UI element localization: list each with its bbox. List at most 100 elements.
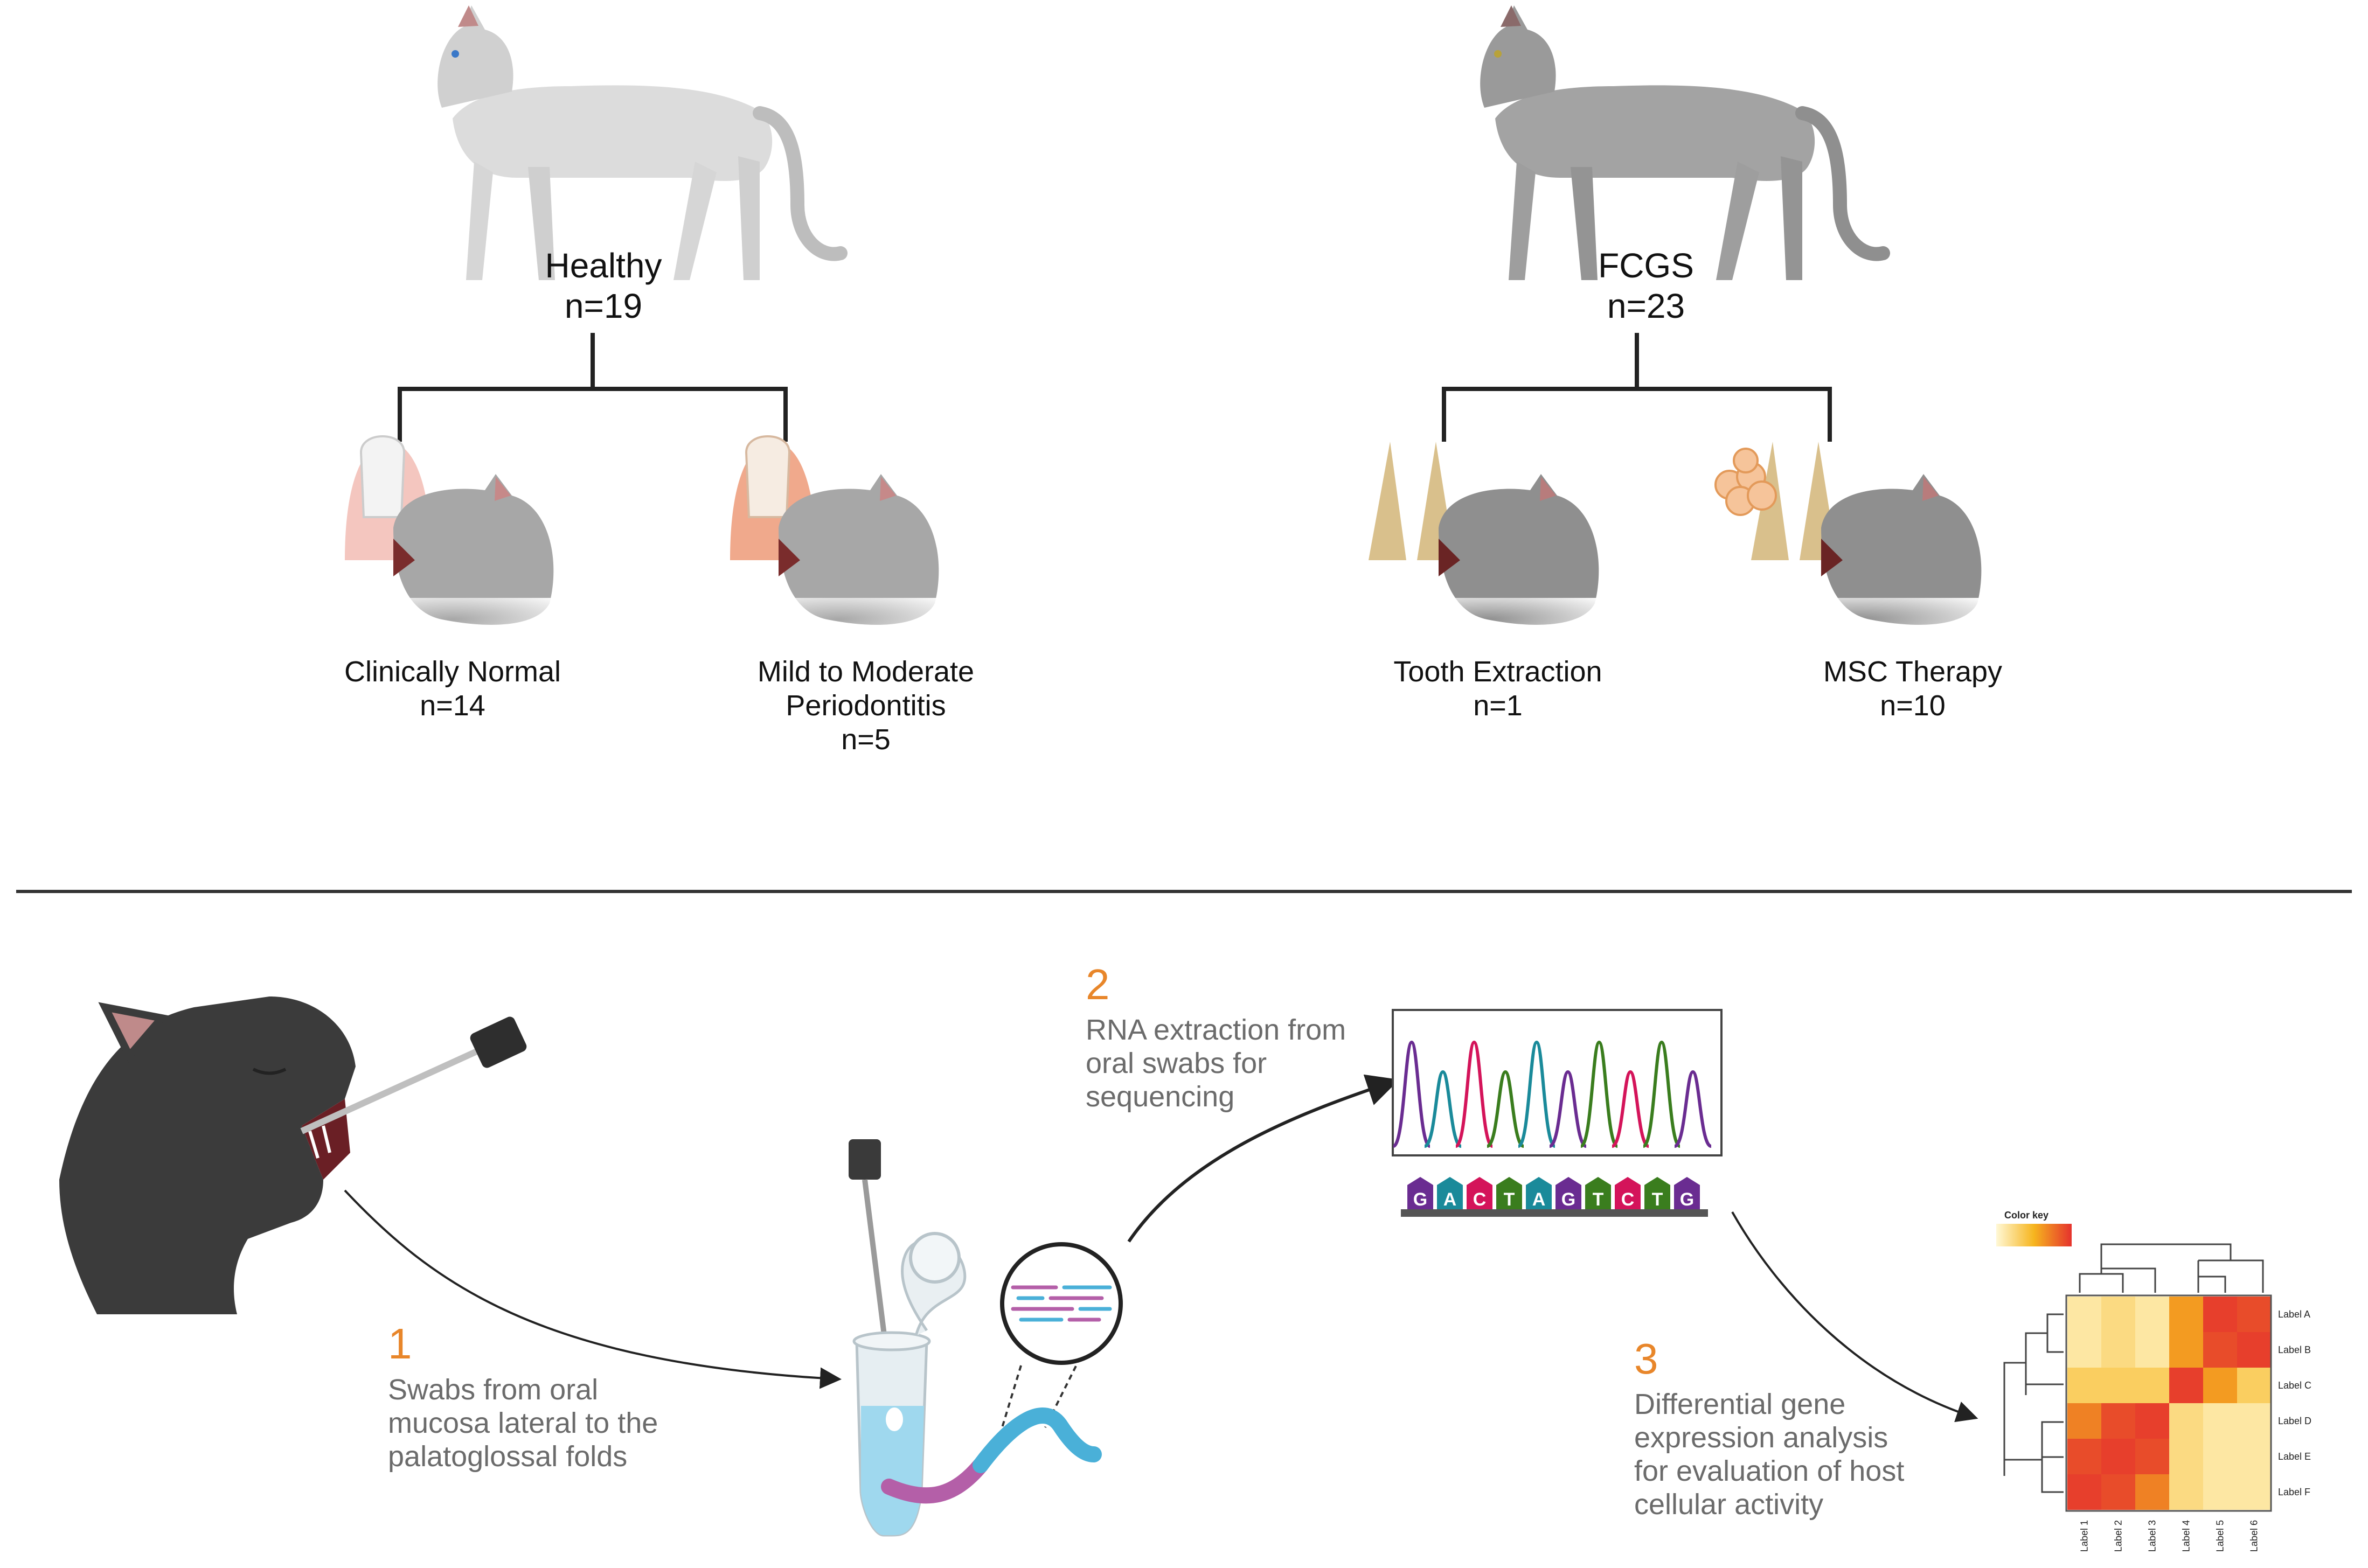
base-call-letter: T (1652, 1189, 1663, 1210)
periodontitis-illustration (714, 435, 962, 652)
heatmap-col-label: Label 5 (2215, 1520, 2226, 1552)
heatmap-cell (2169, 1368, 2203, 1403)
color-key-bar (1996, 1224, 2072, 1246)
heatmap-cell (2135, 1474, 2169, 1510)
base-call-bar (1401, 1209, 1708, 1217)
step-text-line: RNA extraction from (1086, 1014, 1346, 1046)
chromatogram-peak (1580, 1040, 1619, 1148)
heatmap-cell (2169, 1297, 2203, 1332)
group-periodontitis: Mild to Moderate Periodontitis n=5 (758, 656, 974, 756)
chromatogram-peak (1548, 1070, 1587, 1148)
arrow-to-heatmap (1731, 1211, 1978, 1423)
base-call-letter: C (1473, 1189, 1487, 1210)
heatmap-col-label: Label 1 (2079, 1520, 2090, 1552)
base-call-tag (1407, 1177, 1433, 1209)
fcgs-cat-icon (1480, 5, 1890, 280)
chromatogram-peak (1486, 1070, 1525, 1148)
fcgs-title: FCGS (1598, 246, 1694, 285)
heatmap-cell (2067, 1368, 2101, 1403)
group-label-line: Tooth Extraction (1393, 656, 1602, 688)
heatmap-cell (2169, 1439, 2203, 1474)
row-dendrogram (2003, 1313, 2064, 1493)
heatmap-cell (2237, 1297, 2271, 1332)
heatmap-cell (2067, 1439, 2101, 1474)
clinically-normal-illustration (329, 435, 577, 652)
base-call-letter: C (1621, 1189, 1635, 1210)
base-call-tag (1555, 1177, 1581, 1209)
group-label-line: Mild to Moderate (758, 656, 974, 688)
heatmap-cell (2101, 1474, 2135, 1510)
color-key-label: Color key (2004, 1210, 2048, 1221)
heatmap-cell (2237, 1403, 2271, 1439)
group-label-line: n=5 (841, 723, 891, 756)
heatmap-cell (2169, 1332, 2203, 1368)
heatmap-col-label: Label 6 (2249, 1520, 2260, 1552)
chromatogram-peak (1517, 1040, 1556, 1148)
heatmap-col-label: Label 3 (2147, 1520, 2158, 1552)
heatmap-row-label: Label D (2278, 1416, 2311, 1426)
step-text-line: oral swabs for (1086, 1047, 1267, 1079)
heatmap-row-label: Label F (2278, 1487, 2310, 1497)
group-tooth-extraction: Tooth Extraction n=1 (1393, 656, 1602, 722)
msc-therapy-illustration (1714, 442, 1999, 652)
chromatogram-peak (1611, 1070, 1650, 1148)
heatmap-cell (2101, 1297, 2135, 1332)
heatmap-cell (2135, 1439, 2169, 1474)
heatmap-cell (2237, 1332, 2271, 1368)
group-label-line: n=10 (1880, 689, 1946, 722)
chromatogram-icon (1392, 1009, 1723, 1156)
heatmap-cell (2101, 1439, 2135, 1474)
healthy-count: n=19 (565, 287, 642, 325)
base-call-tag (1644, 1177, 1670, 1209)
heatmap-row-label: Label E (2278, 1451, 2311, 1462)
heatmap-border (2065, 1294, 2272, 1512)
heatmap-row-label: Label C (2278, 1380, 2311, 1391)
stem-cells-icon (1714, 448, 1777, 516)
heatmap-cell (2203, 1403, 2237, 1439)
arrow-to-sequencing (1127, 1074, 1400, 1243)
step-text-line: Differential gene (1634, 1388, 1845, 1420)
heatmap-cells (2067, 1297, 2271, 1510)
step-text-line: for evaluation of host (1634, 1455, 1904, 1487)
tooth-extraction-illustration (1358, 442, 1616, 652)
group-label-line: n=14 (420, 689, 485, 722)
group-label-line: MSC Therapy (1823, 656, 2002, 688)
heatmap-col-label: Label 4 (2181, 1520, 2192, 1552)
healthy-title: Healthy (545, 246, 662, 285)
base-call-letter: G (1413, 1189, 1427, 1210)
base-call-tag (1674, 1177, 1700, 1209)
chromatogram-peak (1455, 1040, 1494, 1148)
base-call-tag (1437, 1177, 1463, 1209)
heatmap-cell (2101, 1403, 2135, 1439)
fcgs-tree-connector (1442, 333, 1832, 442)
group-clinically-normal: Clinically Normal n=14 (344, 656, 561, 722)
arrow-to-tube (344, 1189, 842, 1389)
step-1: 1 Swabs from oral mucosa lateral to the … (388, 1320, 658, 1473)
heatmap-row-label: Label A (2278, 1309, 2310, 1320)
heatmap-cell (2067, 1297, 2101, 1332)
group-label-line: Periodontitis (786, 689, 946, 722)
chromatogram-peak (1423, 1070, 1462, 1148)
heatmap-cell (2203, 1297, 2237, 1332)
heatmap-cell (2237, 1368, 2271, 1403)
healthy-tree-connector (398, 333, 788, 442)
step-text-line: Swabs from oral (388, 1374, 598, 1406)
sample-tube-icon (849, 1139, 967, 1537)
heatmap-cell (2135, 1403, 2169, 1439)
group-label-line: n=1 (1473, 689, 1523, 722)
heatmap-cell (2203, 1332, 2237, 1368)
step-number: 2 (1086, 960, 1110, 1008)
base-call-tag (1526, 1177, 1552, 1209)
base-call-tag (1585, 1177, 1611, 1209)
heatmap-cell (2067, 1332, 2101, 1368)
step-text-line: cellular activity (1634, 1488, 1823, 1521)
base-call-letter: G (1561, 1189, 1575, 1210)
heatmap-cell (2135, 1368, 2169, 1403)
step-text-line: sequencing (1086, 1081, 1234, 1113)
step-number: 1 (388, 1320, 412, 1368)
heatmap-cell (2203, 1368, 2237, 1403)
step-3: 3 Differential gene expression analysis … (1634, 1335, 1904, 1521)
